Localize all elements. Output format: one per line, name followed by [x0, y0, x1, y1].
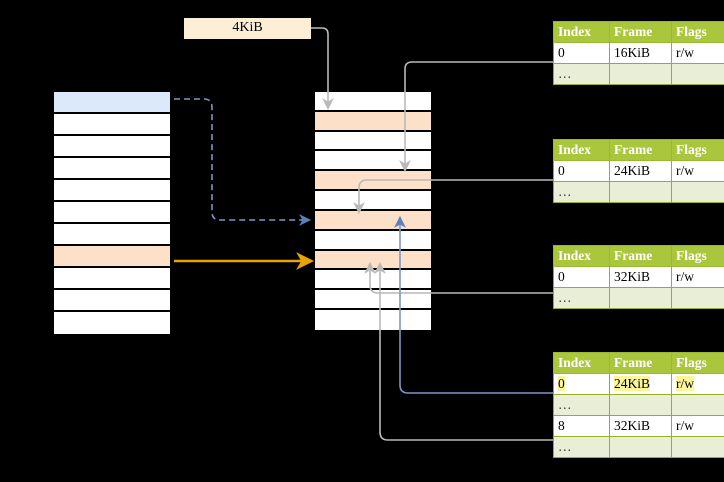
table-cell: r/w	[671, 42, 724, 64]
memory-row	[54, 224, 170, 246]
memory-row	[54, 202, 170, 224]
table-cell	[671, 287, 724, 309]
table-cell: 8	[553, 415, 610, 437]
memory-row	[54, 158, 170, 180]
memory-row	[315, 290, 431, 311]
table-header-frame: Frame	[609, 139, 672, 161]
table-cell: 0	[553, 373, 610, 395]
memory-row	[315, 270, 431, 291]
table-row: …	[553, 394, 724, 416]
memory-row	[54, 246, 170, 268]
table-header-flags: Flags	[671, 352, 724, 374]
table-header-frame: Frame	[609, 245, 672, 267]
table-header-frame: Frame	[609, 352, 672, 374]
table-header-index: Index	[553, 352, 610, 374]
table-cell	[609, 436, 672, 458]
memory-row	[315, 131, 431, 152]
table-cell: …	[553, 436, 610, 458]
table-cell: 0	[553, 160, 610, 182]
table-cell: 24KiB	[609, 160, 672, 182]
memory-row	[315, 171, 431, 192]
table-cell: …	[553, 181, 610, 203]
table-header-frame: Frame	[609, 21, 672, 43]
physical-memory-column	[313, 90, 433, 332]
table-cell: r/w	[671, 266, 724, 288]
table-cell: 32KiB	[609, 266, 672, 288]
table-cell: r/w	[671, 160, 724, 182]
table-cell: 16KiB	[609, 42, 672, 64]
highlighted-value: r/w	[676, 376, 694, 391]
memory-row	[315, 210, 431, 231]
table-cell	[609, 63, 672, 85]
table-cell: …	[553, 63, 610, 85]
memory-row	[54, 268, 170, 290]
table-cell	[609, 287, 672, 309]
memory-row	[54, 114, 170, 136]
memory-row	[54, 312, 170, 334]
table-cell: …	[553, 394, 610, 416]
memory-row	[315, 191, 431, 211]
table-header-flags: Flags	[671, 21, 724, 43]
highlighted-value: 24KiB	[614, 376, 651, 391]
table-cell	[671, 181, 724, 203]
table-cell: 32KiB	[609, 415, 672, 437]
table-cell	[609, 181, 672, 203]
virtual-address-column	[52, 90, 172, 334]
table-cell: …	[553, 287, 610, 309]
table-cell: r/w	[671, 373, 724, 395]
table-cell	[671, 394, 724, 416]
table-row: …	[553, 181, 724, 203]
memory-row	[54, 136, 170, 158]
table-row: 0 24KiB r/w	[553, 373, 724, 395]
memory-row	[54, 290, 170, 312]
highlighted-value: 0	[558, 376, 565, 391]
table-cell: 0	[553, 266, 610, 288]
table-row: …	[553, 287, 724, 309]
table-header-index: Index	[553, 139, 610, 161]
memory-row	[315, 111, 431, 132]
table-row: …	[553, 436, 724, 458]
memory-row	[315, 310, 431, 330]
table-cell: r/w	[671, 415, 724, 437]
memory-row	[315, 151, 431, 172]
memory-row	[315, 92, 431, 112]
memory-row	[54, 180, 170, 202]
table-row: …	[553, 63, 724, 85]
table-cell: 24KiB	[609, 373, 672, 395]
table-header-flags: Flags	[671, 139, 724, 161]
memory-row	[315, 230, 431, 251]
table-cell	[671, 63, 724, 85]
size-label-4kib: 4KiB	[184, 18, 311, 39]
memory-row	[315, 250, 431, 271]
table-header-index: Index	[553, 21, 610, 43]
memory-row	[54, 92, 170, 114]
table-header-index: Index	[553, 245, 610, 267]
table-cell: 0	[553, 42, 610, 64]
table-header-flags: Flags	[671, 245, 724, 267]
table-cell	[609, 394, 672, 416]
table-cell	[671, 436, 724, 458]
